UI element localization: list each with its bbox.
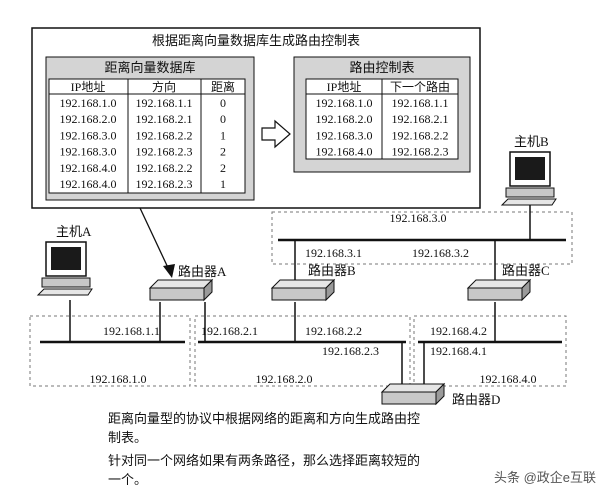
dv-cell: 2 [220, 161, 226, 175]
dv-cell: 192.168.2.2 [136, 161, 193, 175]
dv-cell: 192.168.3.0 [60, 145, 117, 159]
dv-cell: 192.168.2.0 [60, 112, 117, 126]
network-2-region [194, 315, 411, 387]
host-b-computer-icon [500, 151, 557, 206]
router-c [466, 278, 532, 302]
iface-a-2: 192.168.2.1 [201, 324, 258, 338]
network-3-label: 192.168.3.0 [390, 211, 447, 225]
dv-header-direction: 方向 [152, 79, 176, 94]
rt-rows: 192.168.1.0 192.168.1.1 192.168.2.0 192.168… [316, 96, 449, 159]
dv-cell: 192.168.2.3 [136, 177, 193, 191]
router-a [148, 278, 214, 302]
iface-a-1: 192.168.1.1 [103, 324, 160, 338]
host-a-computer-icon [36, 241, 93, 296]
dv-cell: 192.168.2.1 [136, 112, 193, 126]
caption-line-1: 距离向量型的协议中根据网络的距离和方向生成路由控 [108, 411, 420, 426]
rt-cell: 192.168.3.0 [316, 128, 373, 142]
network-3-region [271, 211, 573, 265]
iface-b-2: 192.168.2.2 [305, 324, 362, 338]
rt-table-title: 路由控制表 [349, 60, 414, 75]
network-1-label: 192.168.1.0 [90, 372, 147, 386]
iface-c-3: 192.168.3.2 [412, 246, 469, 260]
panel-title: 根据距离向量数据库生成路由控制表 [152, 33, 360, 48]
panel-to-router-a-arrow [139, 207, 171, 273]
rt-header-next: 下一个路由 [390, 79, 450, 94]
dv-cell: 192.168.1.0 [60, 96, 117, 110]
router-b [270, 278, 336, 302]
host-b-label: 主机B [514, 134, 549, 149]
router-c-label: 路由器C [502, 263, 550, 278]
router-d-label: 路由器D [452, 392, 500, 407]
dv-cell: 192.168.1.1 [136, 96, 193, 110]
rt-header-ip: IP地址 [327, 80, 362, 94]
dv-header-ip: IP地址 [71, 80, 106, 94]
dv-cell: 2 [220, 145, 226, 159]
rt-cell: 192.168.2.1 [392, 112, 449, 126]
iface-d-2: 192.168.2.3 [322, 344, 379, 358]
rt-cell: 192.168.2.3 [392, 145, 449, 159]
dv-cell: 0 [220, 96, 226, 110]
watermark: 头条 @政企e互联 [494, 470, 596, 485]
iface-c-4: 192.168.4.2 [430, 324, 487, 338]
iface-b-3: 192.168.3.1 [305, 246, 362, 260]
dv-header-distance: 距离 [211, 79, 235, 94]
dv-cell: 192.168.4.0 [60, 161, 117, 175]
rt-cell: 192.168.2.2 [392, 128, 449, 142]
dv-cell: 0 [220, 112, 226, 126]
network-2-label: 192.168.2.0 [256, 372, 313, 386]
network-4-region [413, 315, 567, 387]
conversion-arrow [261, 119, 291, 149]
dv-cell: 1 [220, 128, 226, 142]
router-b-label: 路由器B [308, 263, 356, 278]
dv-table [48, 78, 246, 194]
iface-d-4: 192.168.4.1 [430, 344, 487, 358]
dv-cell: 192.168.2.2 [136, 128, 193, 142]
router-d [380, 382, 446, 406]
dv-cell: 1 [220, 177, 226, 191]
arrow-head [163, 264, 175, 278]
dv-rows: 192.168.1.0 192.168.1.1 0 192.168.2.0 192.16… [60, 96, 227, 191]
router-a-label: 路由器A [178, 264, 227, 279]
rt-cell: 192.168.1.0 [316, 96, 373, 110]
caption-line-3: 针对同一个网络如果有两条路径，那么选择距离较短的 [108, 453, 420, 468]
network-4-label: 192.168.4.0 [480, 372, 537, 386]
dv-table-title: 距离向量数据库 [104, 60, 195, 75]
network-1-region [29, 315, 191, 387]
rt-cell: 192.168.2.0 [316, 112, 373, 126]
dv-cell: 192.168.3.0 [60, 128, 117, 142]
rt-cell: 192.168.1.1 [392, 96, 449, 110]
host-a-label: 主机A [56, 224, 92, 239]
dv-cell: 192.168.4.0 [60, 177, 117, 191]
rt-cell: 192.168.4.0 [316, 145, 373, 159]
caption-line-4: 一个。 [108, 472, 147, 487]
dv-cell: 192.168.2.3 [136, 145, 193, 159]
caption-line-2: 制表。 [108, 430, 147, 445]
